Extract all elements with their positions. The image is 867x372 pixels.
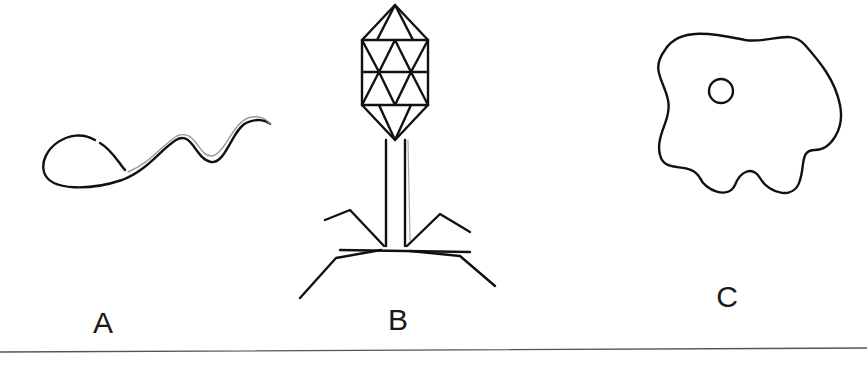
phage-leg [300, 250, 381, 298]
bacteriophage [300, 5, 495, 298]
phage-facet [362, 72, 428, 105]
bacterium-outline [43, 120, 270, 187]
phage-facet [362, 40, 428, 72]
amoeba [658, 34, 841, 193]
phage-head [362, 5, 428, 140]
amoeba-nucleus [709, 79, 733, 103]
figure-label: B [388, 305, 408, 335]
amoeba-outline [658, 34, 841, 193]
phage-facet [362, 40, 428, 105]
figure-label: C [716, 282, 738, 312]
phage-leg [410, 251, 495, 286]
bacterium-shadow [128, 117, 270, 172]
phage-leg [407, 214, 470, 246]
phage-leg [325, 210, 384, 246]
phage-facet [377, 5, 413, 40]
phage-baseplate [340, 250, 470, 252]
phage-tail [386, 140, 405, 246]
phage-facet [379, 105, 411, 140]
spiral-bacterium [43, 117, 270, 188]
figure-label: A [93, 308, 113, 338]
phage-tail-shadow [408, 140, 410, 240]
ruled-line [0, 348, 867, 352]
bacterium-outline [100, 143, 125, 170]
